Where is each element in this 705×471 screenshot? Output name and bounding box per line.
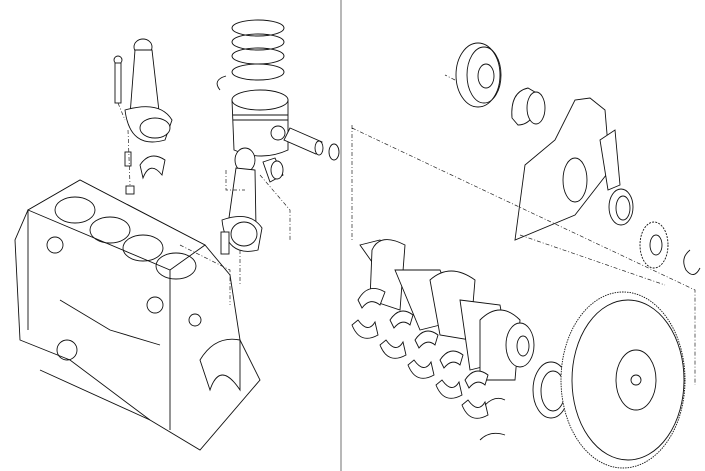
cylinder-block	[14, 179, 261, 451]
circlip	[683, 249, 701, 275]
crank-gear	[639, 221, 669, 269]
connecting-rod-left	[124, 38, 173, 195]
front-cover	[514, 97, 621, 241]
crank-pulley	[455, 42, 502, 108]
rear-seal	[532, 361, 570, 419]
main-bearing-shells	[351, 287, 506, 441]
left-panel	[14, 19, 340, 451]
snap-ring	[328, 143, 340, 161]
connecting-rod-right	[220, 147, 263, 255]
piston-rings	[231, 19, 285, 81]
flywheel	[560, 291, 686, 469]
snap-ring	[216, 75, 227, 91]
rod-nut	[125, 185, 135, 195]
rod-bolt	[113, 55, 126, 121]
right-panel	[351, 42, 701, 469]
piston	[231, 89, 289, 157]
timing-gear	[511, 87, 546, 126]
small-end-bushing	[262, 157, 284, 183]
crankshaft	[359, 239, 535, 381]
piston-pin	[283, 127, 324, 156]
